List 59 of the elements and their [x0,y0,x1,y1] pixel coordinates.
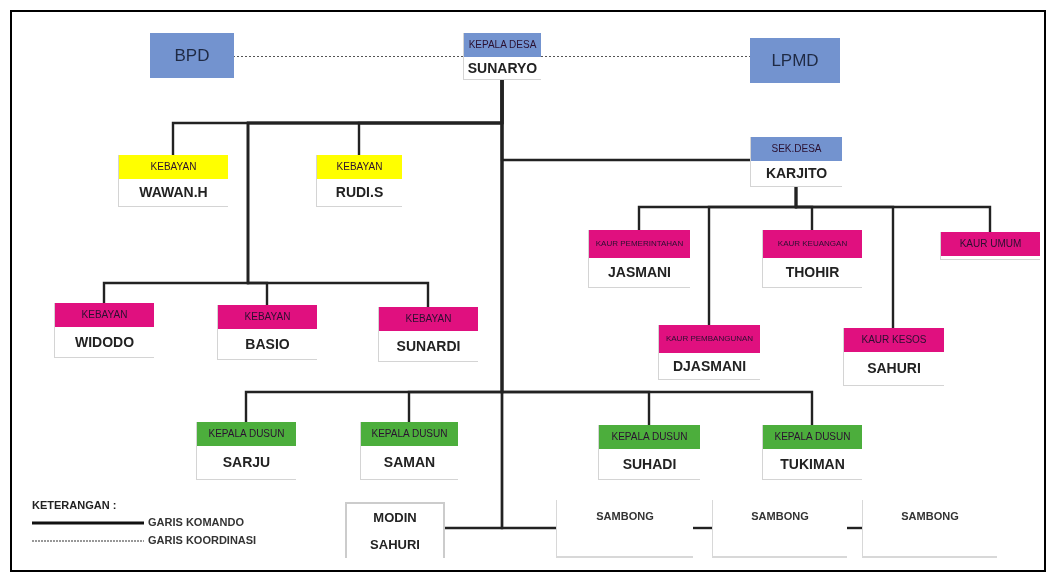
person-name: TUKIMAN [779,454,846,474]
hamlet-name: SAMBONG [901,509,959,524]
position-title: KEPALA DESA [464,33,541,57]
position-card [843,328,944,386]
position-title: KAUR KESOS [844,328,944,352]
position-card [750,137,842,187]
person-name: SAMAN [382,453,437,472]
person-name: WAWAN.H [138,183,209,202]
person-name: DJASMANI [671,356,748,376]
legend-text: GARIS KOMANDO [148,515,244,531]
position-title: KAUR PEMBANGUNAN [659,325,760,353]
position-title: KEPALA DUSUN [361,422,458,446]
person-name: WIDODO [73,332,136,352]
position-title: KEPALA DUSUN [197,422,296,446]
position-card [118,155,228,207]
position-card [378,307,478,362]
position-title: KAUR UMUM [941,232,1040,256]
person-name: SAHURI [866,359,922,378]
position-title: KEPALA DUSUN [599,425,700,449]
org-box: BPD [150,33,234,78]
position-card [360,422,458,480]
position-card [463,33,541,80]
position-card [217,305,317,360]
position-text: SAHURI [370,535,420,554]
position-text: MODIN [373,508,417,527]
position-title: KAUR PEMERINTAHAN [589,230,690,258]
person-name: RUDI.S [334,183,385,202]
position-title: KEBAYAN [55,303,154,327]
position-card [345,502,445,558]
person-name: SUHADI [621,454,678,474]
position-title: KEBAYAN [317,155,402,179]
person-name: SUNARDI [395,336,462,356]
position-card [316,155,402,207]
hamlet-name: SAMBONG [596,509,654,524]
legend-heading: KETERANGAN : [32,498,118,513]
position-card [54,303,154,358]
person-name: BASIO [244,334,291,354]
person-name: SARJU [221,453,272,472]
person-name: THOHIR [784,263,841,282]
person-name: SUNARYO [466,58,539,78]
position-title: SEK.DESA [751,137,842,161]
position-title: KAUR KEUANGAN [763,230,862,258]
position-title: KEBAYAN [379,307,478,331]
position-card [762,230,862,288]
position-card [196,422,296,480]
command-line [693,526,712,530]
hamlet-name: SAMBONG [751,509,809,524]
legend-text: GARIS KOORDINASI [148,533,257,549]
command-line [794,187,895,328]
position-card [598,425,700,480]
position-card [588,230,690,288]
position-title: KEBAYAN [218,305,317,329]
person-name: JASMANI [607,263,672,282]
position-title: KEPALA DUSUN [763,425,862,449]
position-card [658,325,760,380]
position-title: KEBAYAN [119,155,228,179]
person-name: KARJITO [764,164,829,183]
org-box: LPMD [750,38,840,83]
position-card [762,425,862,480]
